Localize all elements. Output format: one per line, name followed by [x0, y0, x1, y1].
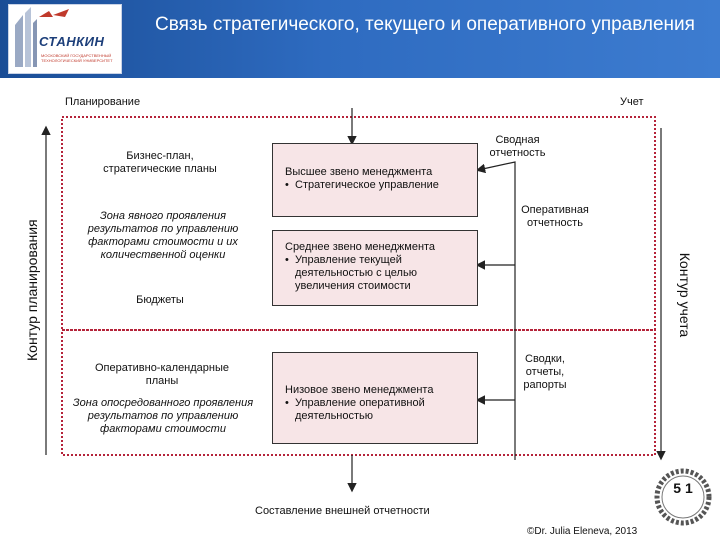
logo-subtitle: МОСКОВСКИЙ ГОСУДАРСТВЕННЫЙ ТЕХНОЛОГИЧЕСК…: [41, 53, 113, 63]
slide-title: Связь стратегического, текущего и операт…: [155, 14, 695, 35]
accounting-label: Учет: [620, 96, 644, 108]
middle-management-title: Среднее звено менеджмента: [285, 241, 436, 253]
planning-contour-label: Контур планирования: [24, 219, 40, 361]
lower-management-title: Низовое звено менеджмента: [285, 384, 434, 396]
top-management-box: Высшее звено менеджмента Стратегическое …: [272, 143, 478, 217]
logo-building-icon: [15, 7, 69, 67]
budgets-label: Бюджеты: [136, 294, 184, 306]
author-credit: ©Dr. Julia Eleneva, 2013: [527, 526, 638, 537]
summaries-label: Сводки, отчеты, рапорты: [523, 353, 567, 391]
operational-reporting-label: Оперативная отчетность: [521, 204, 589, 229]
operational-to-top-arrow: [475, 161, 516, 460]
lower-management-box: Низовое звено менеджмента Управление опе…: [272, 352, 478, 444]
header-banner: СТАНКИН МОСКОВСКИЙ ГОСУДАРСТВЕННЫЙ ТЕХНО…: [0, 0, 720, 78]
gear-icon: [654, 468, 712, 526]
middle-management-bullet: Управление текущей деятельностью с целью…: [285, 254, 455, 293]
business-plan-label: Бизнес-план, стратегические планы: [103, 150, 217, 175]
consolidated-reporting-label: Сводная отчетность: [489, 134, 546, 159]
planning-zone-border: [61, 116, 656, 331]
top-management-title: Высшее звено менеджмента: [285, 166, 433, 178]
operational-plans-label: Оперативно-календарные планы: [94, 362, 230, 387]
accounting-contour-label: Контур учета: [677, 252, 693, 338]
mediated-zone-label: Зона опосредованного проявления результа…: [72, 397, 254, 435]
middle-management-box: Среднее звено менеджмента Управление тек…: [272, 230, 478, 306]
external-reporting-label: Составление внешней отчетности: [255, 505, 430, 517]
top-management-bullet: Стратегическое управление: [285, 179, 477, 192]
planning-label: Планирование: [65, 96, 141, 108]
page-number: 5 1: [673, 480, 693, 496]
lower-management-bullet: Управление оперативной деятельностью: [285, 397, 455, 423]
logo-name: СТАНКИН: [39, 34, 105, 49]
university-logo: СТАНКИН МОСКОВСКИЙ ГОСУДАРСТВЕННЫЙ ТЕХНО…: [8, 4, 122, 74]
explicit-zone-label: Зона явного проявления результатов по уп…: [87, 210, 239, 261]
operational-zone-border: [61, 329, 656, 456]
